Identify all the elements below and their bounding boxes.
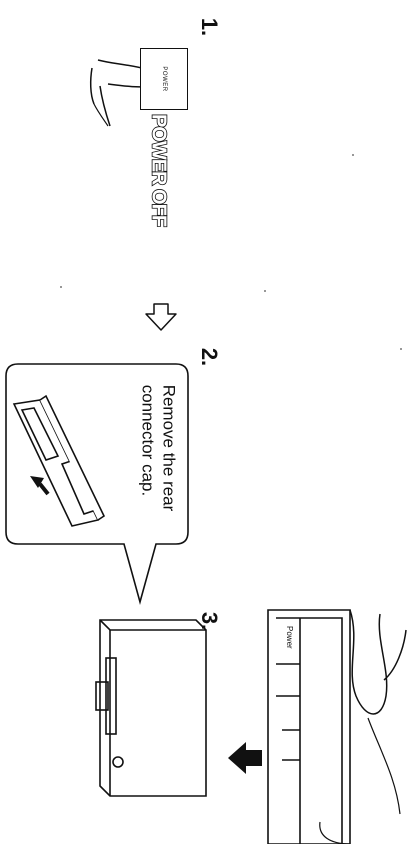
speckle	[352, 154, 354, 156]
callout-line-2: connector cap.	[138, 384, 157, 497]
disk-drive-icon	[95, 619, 207, 797]
power-button: POWER	[140, 48, 188, 110]
arrow-icon	[30, 476, 50, 496]
arrow-down-icon	[145, 303, 177, 331]
power-button-label: POWER	[161, 66, 167, 92]
speckle	[60, 286, 62, 288]
power-off-text: POWER OFF	[147, 113, 171, 227]
console-label: Power	[285, 626, 294, 649]
speckle	[264, 290, 266, 292]
speckle	[400, 348, 402, 350]
callout-text: Remove the rear connector cap.	[137, 385, 180, 512]
hand-icon	[349, 609, 388, 715]
console-unit-icon	[267, 609, 351, 844]
connector-cap-icon	[12, 394, 106, 527]
step-3-illustration: Power	[95, 609, 407, 844]
insert-arrow-icon	[228, 742, 262, 774]
callout-bubble	[5, 363, 189, 606]
callout-line-1: Remove the rear	[159, 384, 179, 512]
step-1-number: 1.	[197, 17, 223, 37]
